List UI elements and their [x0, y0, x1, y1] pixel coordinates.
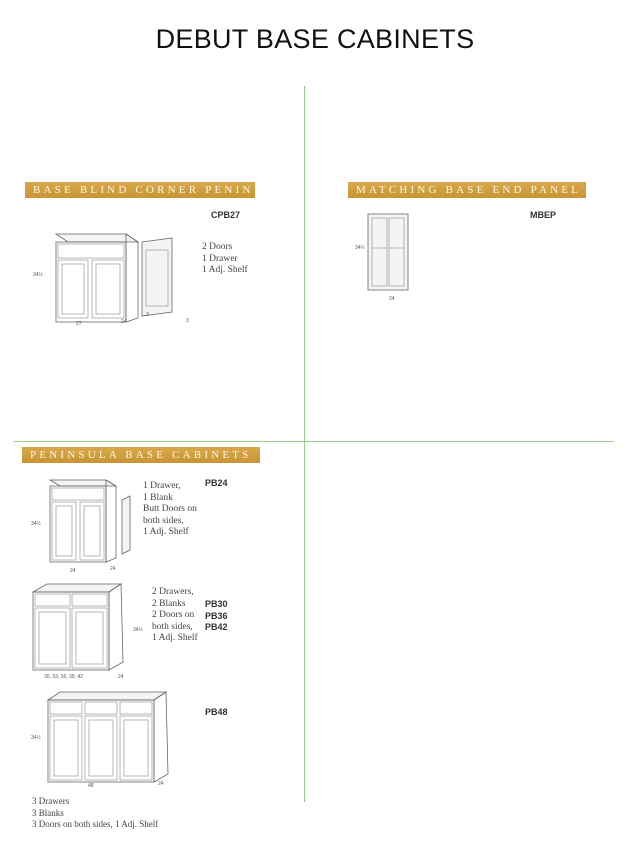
spec-line: 2 Doors on	[152, 610, 195, 620]
peninsula-banner: PENINSULA BASE CABINETS	[22, 447, 260, 463]
vertical-divider	[304, 86, 305, 802]
pb42-code: PB42	[205, 622, 228, 632]
pb36-code: PB36	[205, 610, 228, 621]
spec-line: 1 Adj. Shelf	[152, 633, 198, 643]
pb24-height-dim: 34½	[31, 521, 41, 527]
blind-corner-specs: 2 Doors 1 Drawer 1 Adj. Shelf	[202, 242, 248, 277]
pb24-depth-dim: 24	[110, 566, 116, 572]
end-panel-code: MBEP	[530, 210, 557, 220]
spec-line: 2 Drawers,	[152, 587, 194, 597]
end-panel-width-dim: 24	[389, 296, 395, 302]
pb48-code: PB48	[205, 707, 228, 717]
spec-line: 1 Adj. Shelf	[202, 265, 248, 275]
pb30-widths-dim: 30, 33, 36, 39, 42	[44, 674, 83, 680]
spec-line: Butt Doors on	[143, 504, 197, 514]
blind-corner-panel-depth-dim: 3	[146, 312, 149, 318]
pb30-specs: 2 Drawers, 2 Blanks 2 Doors on both side…	[152, 587, 198, 645]
pb30-codes: PB30 PB36 PB42	[205, 599, 228, 634]
blind-corner-height-dim: 34½	[33, 272, 43, 278]
end-panel-drawing	[367, 213, 409, 291]
spec-line: both sides,	[152, 621, 193, 632]
spec-line: 2 Blanks	[152, 598, 186, 609]
spec-line: 1 Blank	[143, 492, 173, 503]
end-panel-banner: MATCHING BASE END PANEL	[348, 182, 586, 198]
spec-line: 3 Doors on both sides, 1 Adj. Shelf	[32, 819, 159, 829]
blind-corner-depth-dim: 24	[121, 319, 127, 325]
page-title: DEBUT BASE CABINETS	[155, 24, 475, 54]
pb48-width-dim: 48	[88, 783, 94, 789]
horizontal-divider	[14, 441, 614, 442]
blind-corner-banner: BASE BLIND CORNER PENIN	[25, 182, 255, 198]
pb48-height-dim: 34½	[31, 735, 41, 741]
blind-corner-code: CPB27	[211, 210, 241, 220]
pb24-cabinet-drawing	[48, 479, 131, 563]
pb48-depth-dim: 24	[158, 781, 164, 787]
spec-line: both sides,	[143, 515, 184, 526]
pb24-width-dim: 24	[70, 568, 76, 574]
pb48-cabinet-drawing	[46, 691, 169, 783]
pb30-code: PB30	[205, 599, 228, 609]
spec-line: 1 Drawer	[202, 253, 238, 264]
pb24-code: PB24	[205, 478, 228, 488]
blind-corner-panel-width-dim: 3	[186, 318, 189, 324]
pb30-depth-dim: 24	[118, 674, 124, 680]
end-panel-height-dim: 34½	[355, 245, 365, 251]
spec-line: 3 Drawers	[32, 796, 70, 806]
pb30-height-dim: 34½	[133, 627, 143, 633]
pb24-specs: 1 Drawer, 1 Blank Butt Doors on both sid…	[143, 481, 197, 539]
spec-line: 2 Doors	[202, 242, 233, 252]
blind-corner-cabinet-drawing	[54, 233, 173, 323]
spec-line: 1 Adj. Shelf	[143, 527, 189, 537]
pb30-cabinet-drawing	[31, 583, 124, 671]
spec-line: 1 Drawer,	[143, 481, 181, 491]
spec-line: 3 Blanks	[32, 807, 64, 818]
blind-corner-width-dim: 27	[76, 321, 82, 327]
pb48-specs: 3 Drawers 3 Blanks 3 Doors on both sides…	[32, 796, 158, 831]
